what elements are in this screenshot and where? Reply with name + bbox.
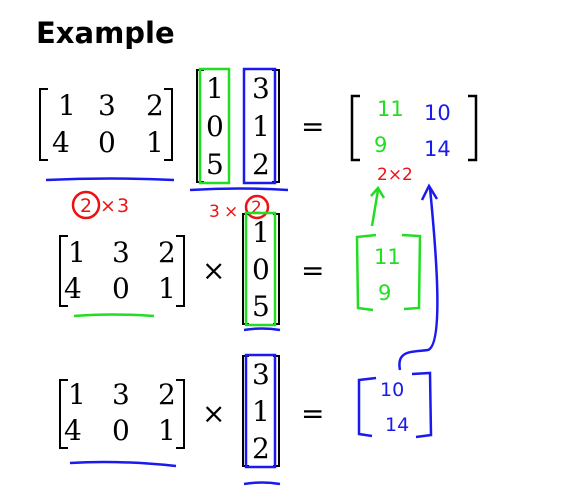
row3-equals: =: [301, 397, 324, 430]
row1-dim-c: 2×2: [377, 165, 413, 185]
row1-result-cell: 14: [424, 137, 451, 161]
row1-result-cell: 11: [377, 97, 404, 121]
row2-matrix-a: 1 3 2 4 0 1: [59, 235, 185, 307]
row1-a-cell: 4: [52, 126, 70, 159]
row1-result-cell: 10: [424, 101, 451, 125]
row1-b-cell: 5: [206, 148, 224, 181]
row1-dim-a-times: ×: [100, 195, 116, 217]
row2-a-cell: 1: [158, 272, 176, 305]
row2-a-cell: 0: [112, 272, 130, 305]
row3-result-cell: 14: [385, 414, 409, 436]
row1-a-cell: 3: [98, 89, 116, 122]
row1-dim-a-circle: [71, 190, 101, 220]
row1-a-cell: 1: [58, 89, 76, 122]
row2-vector: 1 0 5: [242, 213, 280, 325]
row3-v-cell: 1: [252, 395, 270, 428]
green-arrow: [370, 189, 380, 227]
row2-a-cell: 4: [64, 272, 82, 305]
row3-a-cell: 2: [158, 378, 176, 411]
row2-a-cell: 3: [112, 236, 130, 269]
row2-result: 11 9: [355, 233, 422, 312]
row3-a-underline: [69, 460, 177, 468]
row1-b-cell: 3: [252, 72, 270, 105]
row3-v-cell: 3: [252, 358, 270, 391]
row2-vector-underline: [243, 327, 281, 332]
row2-v-cell: 5: [252, 290, 270, 323]
row3-a-cell: 4: [64, 414, 82, 447]
row3-a-cell: 1: [158, 414, 176, 447]
row1-dim-a-cols: 3: [117, 195, 129, 217]
green-arrow-head: [370, 185, 386, 199]
row3-vector-underline: [243, 481, 281, 486]
blue-arrow-head: [420, 183, 439, 201]
row3-a-cell: 0: [112, 414, 130, 447]
row1-dim-b-cols: 2: [251, 198, 262, 218]
row2-a-cell: 1: [68, 236, 86, 269]
row1-a-cell: 2: [146, 89, 164, 122]
blue-arrow: [398, 187, 439, 371]
row2-times: ×: [202, 254, 225, 287]
row1-b-cell: 1: [206, 72, 224, 105]
row1-dim-b-rows: 3: [209, 202, 220, 222]
row1-result-cell: 9: [374, 133, 387, 157]
row2-result-cell: 9: [378, 281, 391, 305]
row2-a-underline: [73, 313, 155, 318]
row1-b-underline: [189, 187, 289, 192]
row2-a-cell: 2: [158, 236, 176, 269]
row1-matrix-b: 1 3 0 1 5 2: [196, 69, 280, 183]
row3-matrix-a: 1 3 2 4 0 1: [59, 378, 185, 449]
row3-vector-highlight: [244, 353, 277, 469]
row1-a-cell: 0: [98, 126, 116, 159]
row1-matrix-a: 1 3 2 4 0 1: [39, 88, 173, 161]
row1-b-column2-highlight: [242, 67, 277, 185]
row1-b-cell: 1: [252, 110, 270, 143]
row1-equals: =: [301, 110, 324, 143]
row3-result-cell: 10: [380, 379, 404, 401]
row1-a-cell: 1: [146, 126, 164, 159]
row2-vector-highlight: [244, 211, 277, 327]
row1-dim-b-circle: [244, 194, 270, 220]
row1-b-cell: 0: [206, 110, 224, 143]
row3-times: ×: [202, 397, 225, 430]
row3-a-cell: 3: [112, 378, 130, 411]
row1-dim-a-rows: 2: [80, 195, 92, 217]
row1-b-column1-highlight: [198, 67, 231, 185]
row2-result-cell: 11: [374, 245, 401, 269]
row1-dim-a: 2 × 3: [71, 190, 129, 220]
row2-v-cell: 0: [252, 253, 270, 286]
row3-vector: 3 1 2: [242, 355, 280, 467]
row2-equals: =: [301, 254, 324, 287]
row1-dim-b: 3 × 2: [209, 194, 270, 222]
row3-v-cell: 2: [252, 432, 270, 465]
row1-result-matrix: 11 10 9 14: [350, 94, 478, 162]
row3-result: 10 14: [357, 371, 433, 439]
row1-a-underline: [45, 177, 175, 182]
row2-v-cell: 1: [252, 216, 270, 249]
row1-b-cell: 2: [252, 148, 270, 181]
page-title: Example: [36, 16, 175, 50]
row1-dim-b-times: ×: [224, 202, 238, 222]
row3-a-cell: 1: [68, 378, 86, 411]
